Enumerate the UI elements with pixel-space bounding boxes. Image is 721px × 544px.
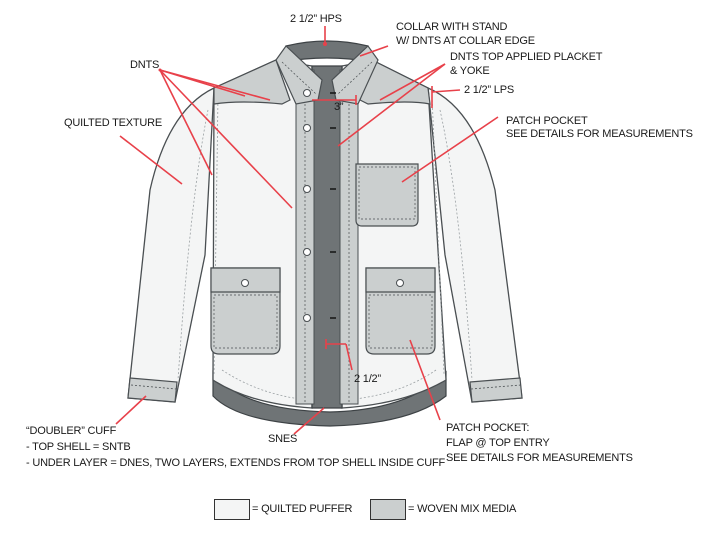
hps-label: 2 1/2” HPS [290, 13, 342, 25]
collar-label-line2: W/ DNTS AT COLLAR EDGE [396, 35, 535, 47]
buttons [303, 89, 311, 322]
chest-patch-pocket [355, 163, 419, 227]
collar-label-line1: COLLAR WITH STAND [396, 21, 508, 33]
collar-right [331, 45, 379, 105]
legend-swatch-woven-mix-media [370, 499, 406, 520]
legend-swatch-quilted-puffer [214, 499, 250, 520]
hem-band [212, 370, 447, 427]
legend-label-woven-mix-media: = WOVEN MIX MEDIA [408, 503, 517, 515]
center-placket [311, 65, 343, 409]
cuff-label-line3: - UNDER LAYER = DNES, TWO LAYERS, EXTEND… [26, 457, 446, 469]
three-inch-label: 3” [334, 101, 344, 113]
flap-pocket-label-line3: SEE DETAILS FOR MEASUREMENTS [446, 452, 633, 464]
two-half-inch-label: 2 1/2” [354, 373, 381, 385]
cuff-label-line2: - TOP SHELL = SNTB [26, 441, 131, 453]
patch-pocket-label-line1: PATCH POCKET [506, 115, 588, 127]
dnts-label: DNTS [130, 59, 160, 71]
callout-lines [115, 26, 499, 435]
quilted-texture-label: QUILTED TEXTURE [64, 117, 163, 129]
patch-pocket-label-line2: SEE DETAILS FOR MEASUREMENTS [506, 128, 693, 140]
flap-pocket-label-line1: PATCH POCKET: [446, 422, 530, 434]
collar-left [275, 45, 323, 105]
lps-label: 2 1/2” LPS [464, 84, 514, 96]
flap-pocket-label-line2: FLAP @ TOP ENTRY [446, 437, 550, 449]
left-cuff [127, 377, 178, 403]
cuff-label-line1: “DOUBLER” CUFF [26, 425, 117, 437]
legend-label-quilted-puffer: = QUILTED PUFFER [252, 503, 353, 515]
buttonholes [330, 92, 336, 319]
left-sleeve [127, 86, 215, 403]
right-cuff [469, 377, 523, 403]
placket-label-line1: DNTS TOP APPLIED PLACKET [450, 51, 603, 63]
snes-label: SNES [268, 433, 298, 445]
placket-label-line2: & YOKE [450, 65, 490, 77]
